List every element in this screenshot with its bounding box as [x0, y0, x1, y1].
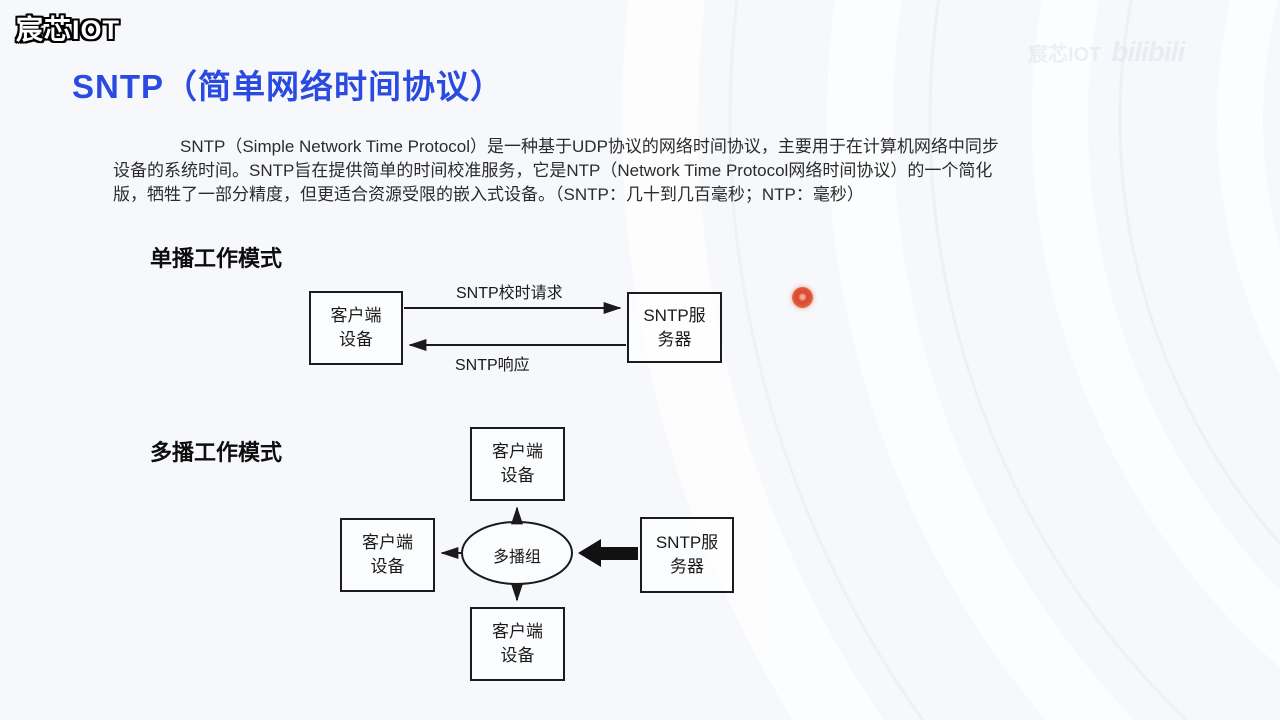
watermark-brand-text: 宸芯IOT [1028, 43, 1102, 66]
watermark: 宸芯IOT bilibili [1028, 36, 1185, 68]
node-label-line: 设备 [500, 466, 535, 485]
node-label-line: SNTP服 [643, 305, 706, 325]
node-multicast-sntp-server: SNTP服 务器 [640, 517, 734, 593]
intro-line-3: 版，牺牲了一部分精度，但更适合资源受限的嵌入式设备。（SNTP：几十到几百毫秒；… [113, 185, 864, 204]
laser-pointer-dot [792, 287, 813, 308]
section-heading-multicast: 多播工作模式 [150, 440, 283, 465]
label-sntp-response: SNTP响应 [455, 357, 530, 374]
node-label-line: 客户端 [492, 622, 543, 642]
node-multicast-client-left: 客户端 设备 [340, 518, 435, 592]
arrow-server-to-group [578, 539, 638, 567]
node-label-line: 务器 [670, 557, 704, 576]
brand-logo: 宸芯IOT [16, 15, 120, 45]
section-heading-unicast: 单播工作模式 [150, 246, 283, 271]
intro-line-1: SNTP（Simple Network Time Protocol）是一种基于U… [180, 137, 999, 156]
node-multicast-client-bottom: 客户端 设备 [470, 607, 565, 681]
bilibili-logo-icon: bilibili [1111, 36, 1185, 67]
label-multicast-group: 多播组 [492, 549, 541, 566]
page-title: SNTP（简单网络时间协议） [72, 68, 505, 105]
intro-line-2: 设备的系统时间。SNTP旨在提供简单的时间校准服务，它是NTP（Network … [113, 161, 993, 180]
intro-paragraph: SNTP（Simple Network Time Protocol）是一种基于U… [113, 135, 999, 207]
node-label-line: 设备 [339, 330, 373, 349]
node-label-line: 客户端 [492, 442, 543, 462]
label-sntp-request: SNTP校时请求 [456, 285, 563, 302]
node-label-line: 设备 [500, 646, 535, 665]
node-label-line: 客户端 [330, 306, 382, 326]
node-label-line: 设备 [370, 557, 405, 576]
node-unicast-sntp-server: SNTP服 务器 [627, 292, 722, 363]
node-label-line: 务器 [657, 329, 692, 349]
node-multicast-client-top: 客户端 设备 [470, 427, 565, 501]
node-unicast-client-device: 客户端 设备 [309, 291, 403, 365]
node-label-line: 客户端 [362, 533, 413, 553]
node-label-line: SNTP服 [655, 533, 719, 553]
